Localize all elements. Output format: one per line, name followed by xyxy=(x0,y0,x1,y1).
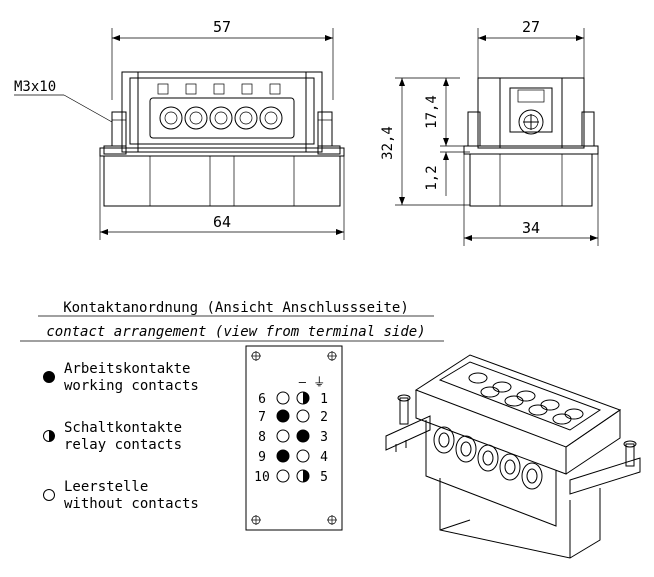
contact-layout-panel: — ⏚ 6 1 7 2 8 3 9 4 10 5 xyxy=(245,345,343,531)
pin-symbol-right xyxy=(296,391,310,405)
dim-64-label: 64 xyxy=(213,213,231,231)
ground-symbol: — ⏚ xyxy=(299,375,325,389)
side-view: 27 32,4 17,4 1,2 xyxy=(380,18,599,246)
pin-number-left: 9 xyxy=(258,450,266,465)
pin-symbol-right xyxy=(296,429,310,443)
pin-number-left: 6 xyxy=(258,392,266,407)
legend-empty-symbol xyxy=(43,489,55,501)
pin-number-left: 10 xyxy=(254,470,270,485)
pin-number-right: 2 xyxy=(320,410,328,425)
pin-number-right: 5 xyxy=(320,470,328,485)
front-contacts xyxy=(159,106,283,130)
legend-empty-line1: Leerstelle xyxy=(64,479,148,495)
legend-half-line2: relay contacts xyxy=(64,437,182,453)
heading-english: contact arrangement (view from terminal … xyxy=(46,324,425,340)
pin-symbol-left xyxy=(276,429,290,443)
screw-label: M3x10 xyxy=(14,79,56,95)
legend-filled-line1: Arbeitskontakte xyxy=(64,361,190,377)
pin-symbol-right xyxy=(296,469,310,483)
dim-1-2-label: 1,2 xyxy=(424,165,440,190)
pin-number-right: 3 xyxy=(320,430,328,445)
legend-half-line1: Schaltkontakte xyxy=(64,420,182,436)
isometric-view xyxy=(385,354,641,559)
pin-symbol-left xyxy=(276,391,290,405)
pin-number-left: 8 xyxy=(258,430,266,445)
pin-number-right: 1 xyxy=(320,392,328,407)
pin-symbol-left xyxy=(276,409,290,423)
dim-27-label: 27 xyxy=(522,18,540,36)
legend-filled-symbol xyxy=(43,371,55,383)
pin-number-left: 7 xyxy=(258,410,266,425)
pin-symbol-left xyxy=(276,469,290,483)
legend-half-symbol xyxy=(43,430,55,442)
pin-number-right: 4 xyxy=(320,450,328,465)
legend-empty-line2: without contacts xyxy=(64,496,199,512)
headings: Kontaktanordnung (Ansicht Anschlussseite… xyxy=(20,300,444,342)
front-view: 57 M3x10 xyxy=(14,18,345,240)
dim-57-label: 57 xyxy=(213,18,231,36)
dim-34-label: 34 xyxy=(522,219,540,237)
dim-32-4-label: 32,4 xyxy=(380,126,396,160)
pin-symbol-left xyxy=(276,449,290,463)
legend: Arbeitskontakte working contacts Schaltk… xyxy=(43,361,199,512)
pin-symbol-right xyxy=(296,449,310,463)
pin-grid: 6 1 7 2 8 3 9 4 10 5 xyxy=(254,391,328,485)
heading-german: Kontaktanordnung (Ansicht Anschlussseite… xyxy=(63,300,409,316)
pin-symbol-right xyxy=(296,409,310,423)
dim-17-4-label: 17,4 xyxy=(424,95,440,129)
legend-filled-line2: working contacts xyxy=(64,378,199,394)
